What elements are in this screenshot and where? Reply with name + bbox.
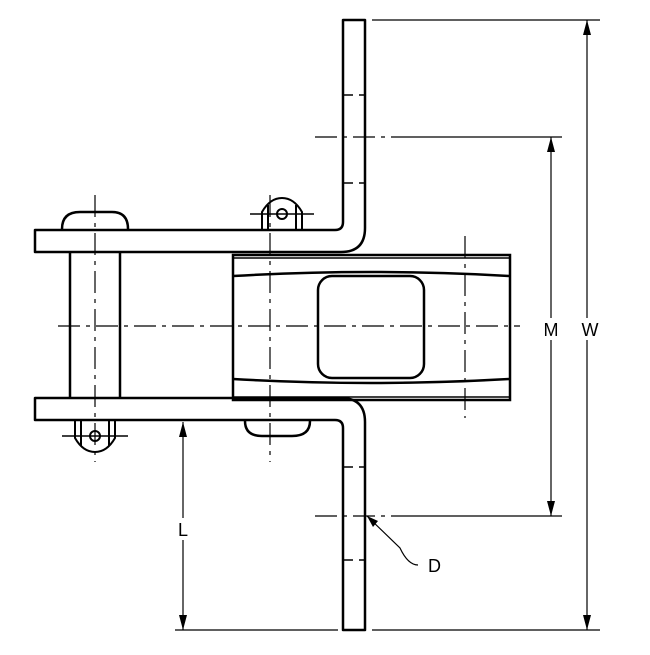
link-pin <box>68 252 122 398</box>
dimension-m-label: M <box>544 320 559 340</box>
leader-d-label: D <box>428 556 441 576</box>
dimension-m <box>547 137 555 516</box>
cotter-pin-upper <box>250 196 314 229</box>
dimension-w-label: W <box>582 320 599 340</box>
lower-attachment-bracket <box>33 396 367 632</box>
dimension-w <box>583 20 591 630</box>
dimension-l <box>179 422 187 630</box>
extension-lines <box>175 19 600 631</box>
leader-d <box>366 515 419 566</box>
roller-window <box>316 274 426 380</box>
center-lines <box>58 136 520 517</box>
roller-body <box>231 253 512 402</box>
upper-attachment-bracket <box>33 18 367 254</box>
pin-head-top <box>60 210 130 230</box>
pin-head-bottom <box>243 420 312 438</box>
dimension-l-label: L <box>178 520 188 540</box>
